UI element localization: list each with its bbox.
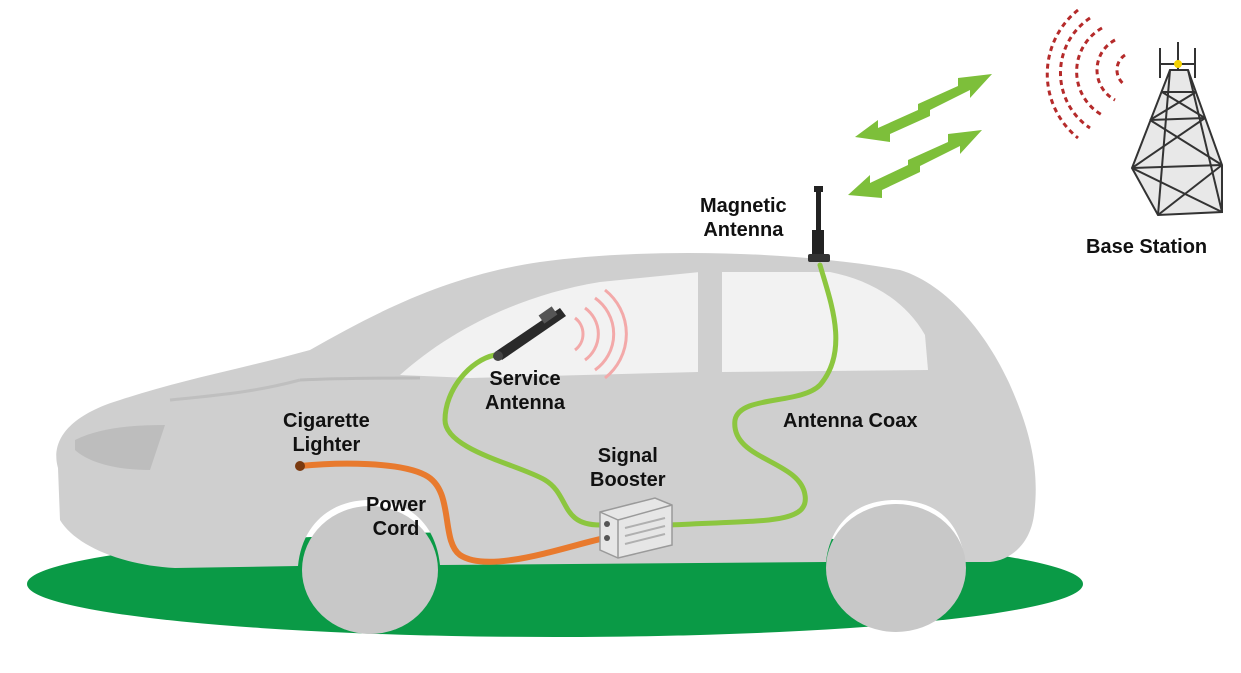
- label-power-cord-line1: Power: [366, 494, 427, 516]
- label-cigarette-lighter: Cigarette Lighter: [283, 409, 370, 457]
- magnetic-antenna: [808, 186, 830, 262]
- power-cord-cable: [297, 460, 608, 565]
- label-magnetic-antenna-line1: Magnetic: [700, 195, 787, 217]
- signal-booster-box: [599, 497, 673, 559]
- service-antenna-waves: [574, 288, 628, 380]
- antenna-coax-cable: [667, 262, 839, 528]
- tower-beacon: [1174, 60, 1182, 68]
- label-signal-booster: Signal Booster: [590, 444, 666, 492]
- label-signal-booster-line1: Signal: [597, 445, 658, 467]
- label-cigarette-lighter-line1: Cigarette: [283, 410, 370, 432]
- label-power-cord: Power Cord: [366, 493, 426, 541]
- label-magnetic-antenna-line2: Antenna: [703, 219, 784, 241]
- base-station-waves: [1045, 8, 1126, 140]
- label-base-station: Base Station: [1086, 235, 1207, 259]
- label-service-antenna: Service Antenna: [485, 367, 565, 415]
- signal-arrows: [848, 74, 992, 198]
- cigarette-lighter-plug: [295, 461, 305, 471]
- label-signal-booster-line2: Booster: [590, 469, 666, 491]
- label-base-station-text: Base Station: [1086, 236, 1208, 258]
- label-antenna-coax: Antenna Coax: [783, 409, 917, 433]
- label-magnetic-antenna: Magnetic Antenna: [700, 194, 787, 242]
- signal-arrow-upper: [855, 74, 992, 142]
- base-station-tower: [1130, 42, 1223, 217]
- label-service-antenna-line1: Service: [489, 368, 561, 390]
- service-antenna: [493, 306, 566, 361]
- label-power-cord-line2: Cord: [372, 518, 420, 540]
- signal-arrow-lower: [848, 130, 982, 198]
- service-coax-cable: [442, 352, 603, 528]
- label-service-antenna-line2: Antenna: [485, 392, 565, 414]
- label-cigarette-lighter-line2: Lighter: [292, 434, 361, 456]
- label-antenna-coax-text: Antenna Coax: [783, 410, 918, 432]
